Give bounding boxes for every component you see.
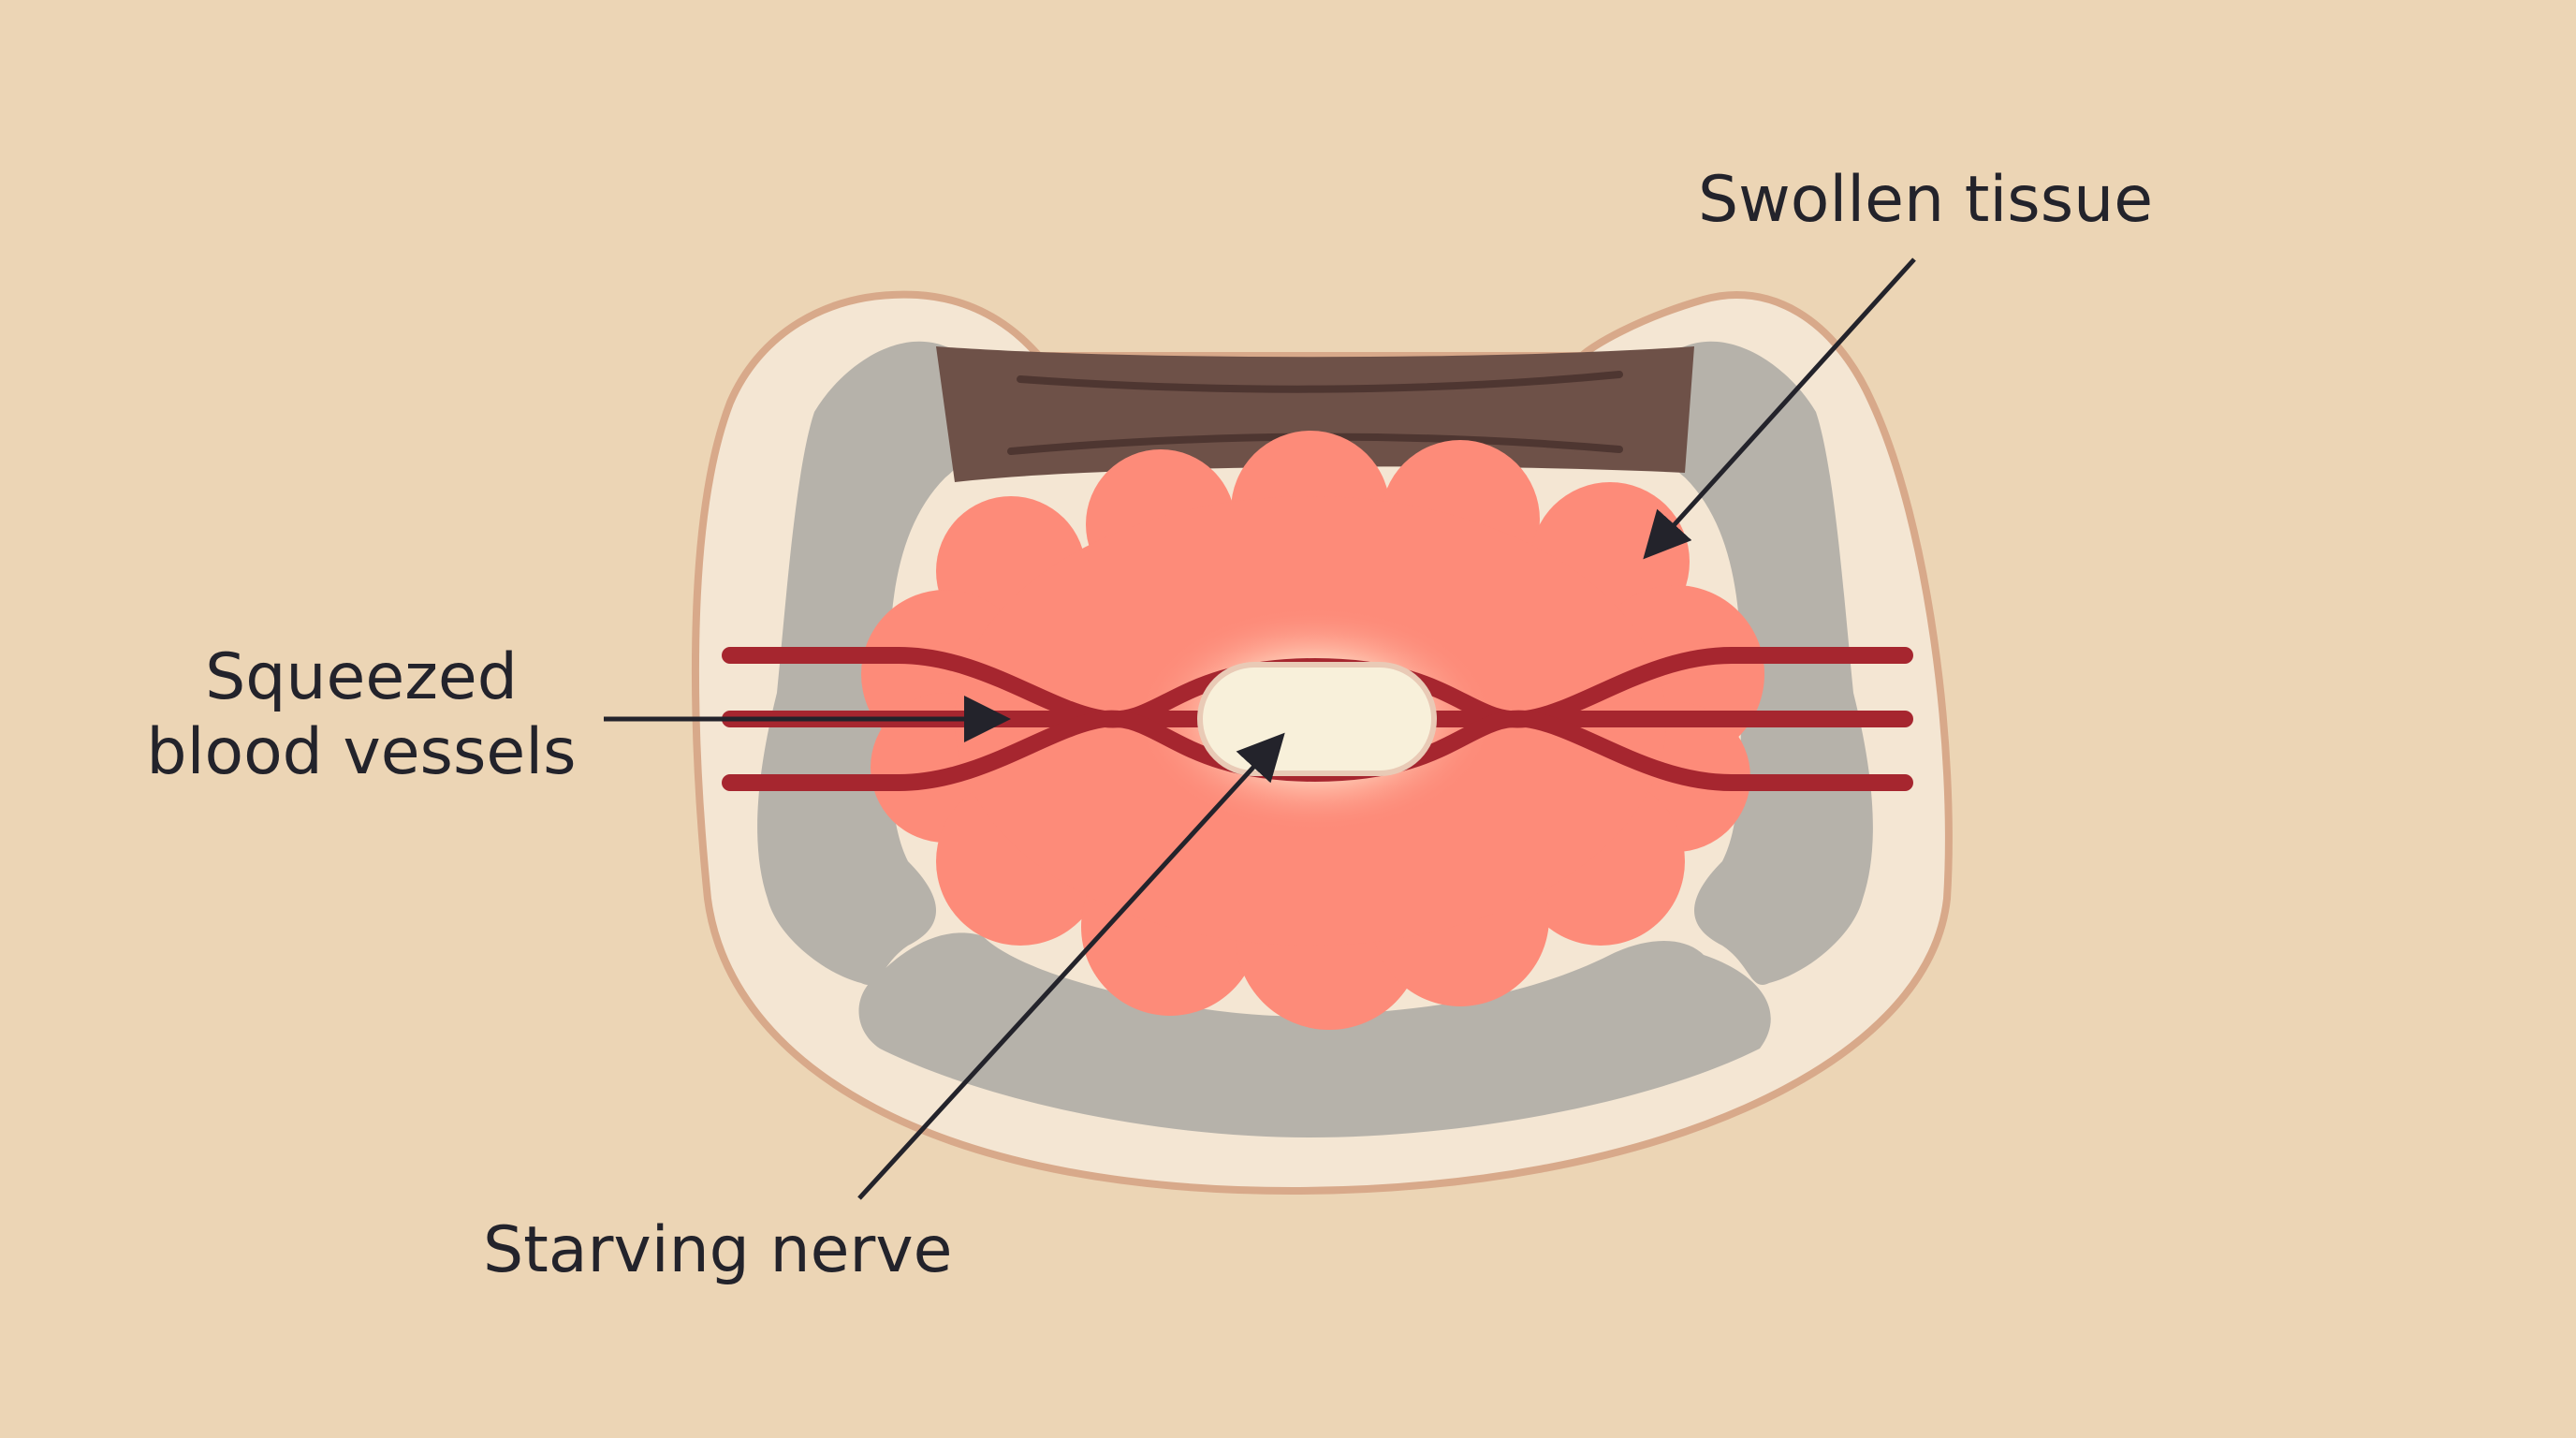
blood-vessels-label-line1: Squeezed <box>205 640 518 714</box>
nerve <box>1197 662 1437 776</box>
blood-vessels-label: Squeezed blood vessels <box>146 640 577 790</box>
blood-vessels-label-line2: blood vessels <box>146 715 577 790</box>
swollen-tissue <box>861 431 1764 1030</box>
bottom-bone <box>858 932 1771 1137</box>
swollen-tissue-arrow <box>1643 257 1916 560</box>
nerve-arrow <box>857 732 1285 1200</box>
swollen-tissue-label: Swollen tissue <box>1698 163 2154 237</box>
ligament-fiber <box>1017 371 1623 393</box>
starving-nerve-label: Starving nerve <box>483 1213 953 1287</box>
